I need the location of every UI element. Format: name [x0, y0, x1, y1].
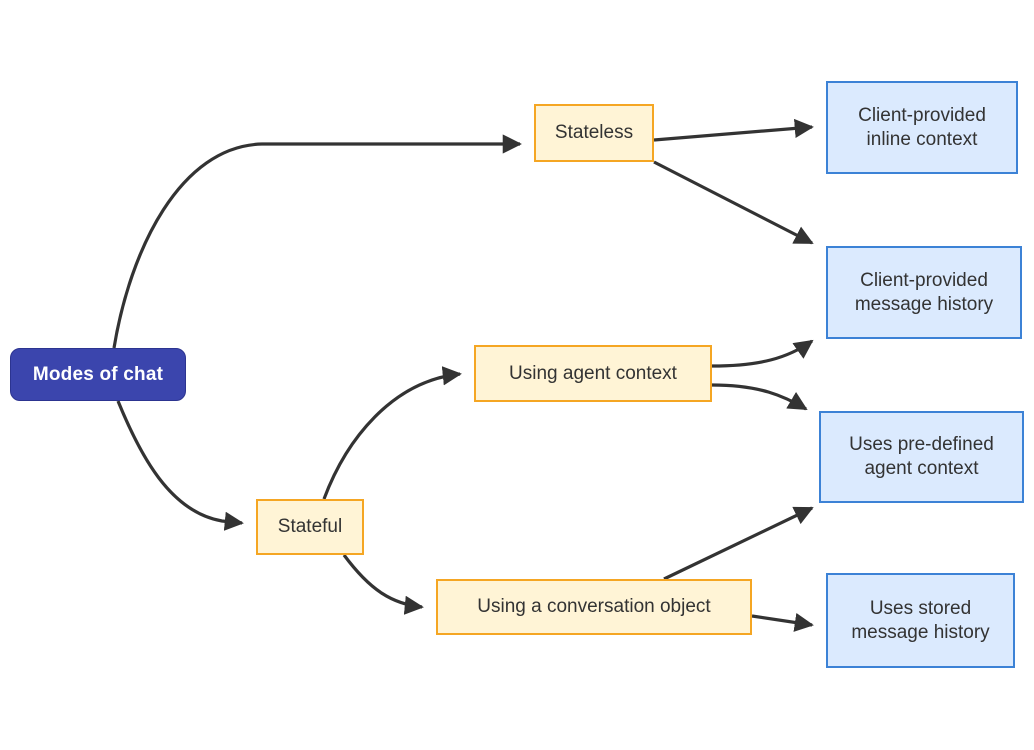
edge-root-to-stateless: [112, 134, 522, 349]
edge-conversation-object-to-predefined-context: [663, 506, 814, 581]
edge-agent-context-to-message-history: [711, 339, 814, 368]
node-stateless[interactable]: Stateless: [534, 104, 654, 162]
edge-root-to-stateful: [116, 400, 244, 531]
node-label: Uses pre-defined agent context: [849, 434, 994, 479]
node-using-a-conversation-object[interactable]: Using a conversation object: [436, 579, 752, 635]
node-label: Using a conversation object: [477, 596, 711, 618]
edge-stateful-to-agent-context: [322, 366, 462, 500]
node-label: Using agent context: [509, 362, 677, 384]
node-label: Client-provided message history: [854, 269, 994, 315]
node-label: Stateful: [277, 516, 343, 538]
node-modes-of-chat[interactable]: Modes of chat: [10, 348, 186, 401]
edge-stateless-to-inline: [653, 118, 814, 142]
node-uses-stored-message-history[interactable]: Uses stored message history: [826, 573, 1015, 668]
node-client-provided-inline-context[interactable]: Client-provided inline context: [826, 81, 1018, 174]
node-label: Uses stored message history: [851, 597, 990, 643]
node-client-provided-message-history[interactable]: Client-provided message history: [826, 246, 1022, 339]
node-label: Client-provided inline context: [858, 104, 986, 150]
edge-stateless-to-message-history: [653, 160, 814, 245]
edge-stateful-to-conversation-object: [342, 554, 424, 615]
node-stateful[interactable]: Stateful: [256, 499, 364, 555]
node-label: Stateless: [554, 122, 634, 144]
edge-conversation-object-to-stored-history: [751, 612, 814, 632]
node-label: Modes of chat: [32, 363, 164, 385]
edge-agent-context-to-predefined-context: [711, 383, 808, 411]
node-uses-pre-defined-agent-context[interactable]: Uses pre-defined agent context: [819, 411, 1024, 503]
node-using-agent-context[interactable]: Using agent context: [474, 345, 712, 402]
